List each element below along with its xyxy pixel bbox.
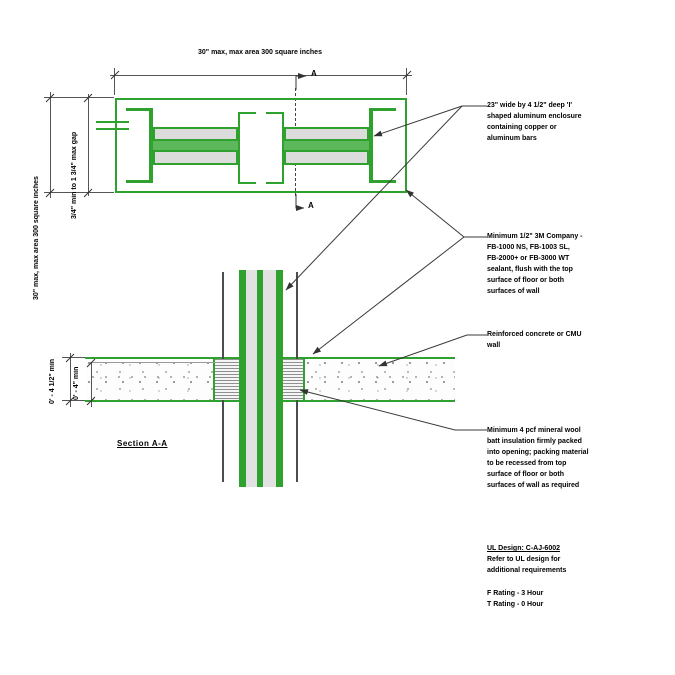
gap-dimension: 3/4" min to 1 3/4" max gap xyxy=(71,131,78,220)
dimension-line xyxy=(88,94,89,196)
duct-wall xyxy=(257,270,263,487)
concrete-fill xyxy=(86,359,213,400)
duct-interior xyxy=(263,270,276,487)
extension-line xyxy=(406,68,407,95)
duct-joint-edge xyxy=(238,182,256,184)
duct-stub-line xyxy=(96,128,129,130)
dimension-line xyxy=(50,92,51,198)
duct-joint-edge xyxy=(238,112,256,114)
annotation-sealant: Minimum 1/2" 3M Company - FB-1000 NS, FB… xyxy=(487,233,583,295)
duct-wall xyxy=(239,270,246,487)
bus-bar xyxy=(284,150,369,165)
extension-line xyxy=(44,97,114,98)
enclosure-web xyxy=(149,108,153,183)
recess-dimension: 0' - 4" min xyxy=(73,366,80,400)
section-marker-label: A xyxy=(311,69,317,78)
bus-bar xyxy=(153,127,238,141)
dimension-line xyxy=(91,362,92,407)
enclosure-web xyxy=(369,108,373,183)
duct-joint-edge xyxy=(266,112,284,114)
bus-bar-web xyxy=(153,141,238,150)
mineral-wool-fill xyxy=(213,359,239,400)
enclosure-flange xyxy=(126,180,153,183)
mineral-wool-fill xyxy=(283,359,305,400)
annotation-enclosure: 23" wide by 4 1/2" deep 'I' shaped alumi… xyxy=(487,102,582,142)
enclosure-flange xyxy=(369,180,396,183)
enclosure-flange xyxy=(369,108,396,111)
ul-design-note: Refer to UL design for additional requir… xyxy=(487,556,567,574)
section-title: Section A-A xyxy=(117,439,168,448)
duct-joint xyxy=(238,112,284,184)
dimension-line xyxy=(70,353,71,407)
bus-bar xyxy=(284,127,369,141)
extension-line xyxy=(44,192,114,193)
plan-width-dimension: 30" max, max area 300 square inches xyxy=(198,49,322,56)
duct-wall xyxy=(276,270,283,487)
extension-line xyxy=(114,68,115,95)
ul-design-reference: UL Design: C-AJ-6002 xyxy=(487,545,561,552)
bus-bar-web xyxy=(284,141,369,150)
duct-joint-edge xyxy=(266,182,284,184)
concrete-fill xyxy=(305,359,455,400)
t-rating: T Rating - 0 Hour xyxy=(487,601,544,608)
floor-thickness-dimension: 0' - 4 1/2" min xyxy=(49,358,56,404)
enclosure-flange xyxy=(126,108,153,111)
dimension-line xyxy=(110,75,412,76)
f-rating: F Rating - 3 Hour xyxy=(487,590,544,597)
duct-interior xyxy=(246,270,257,487)
section-marker-label: A xyxy=(308,201,314,210)
annotation-packing: Minimum 4 pcf mineral wool batt insulati… xyxy=(487,427,589,489)
sealant-depth-line xyxy=(90,362,218,363)
bus-bar xyxy=(153,150,238,165)
duct-stub-line xyxy=(96,121,129,123)
plan-height-dimension: 30" max, max area 300 square inches xyxy=(33,176,40,300)
annotation-substrate: Reinforced concrete or CMU wall xyxy=(487,331,582,349)
